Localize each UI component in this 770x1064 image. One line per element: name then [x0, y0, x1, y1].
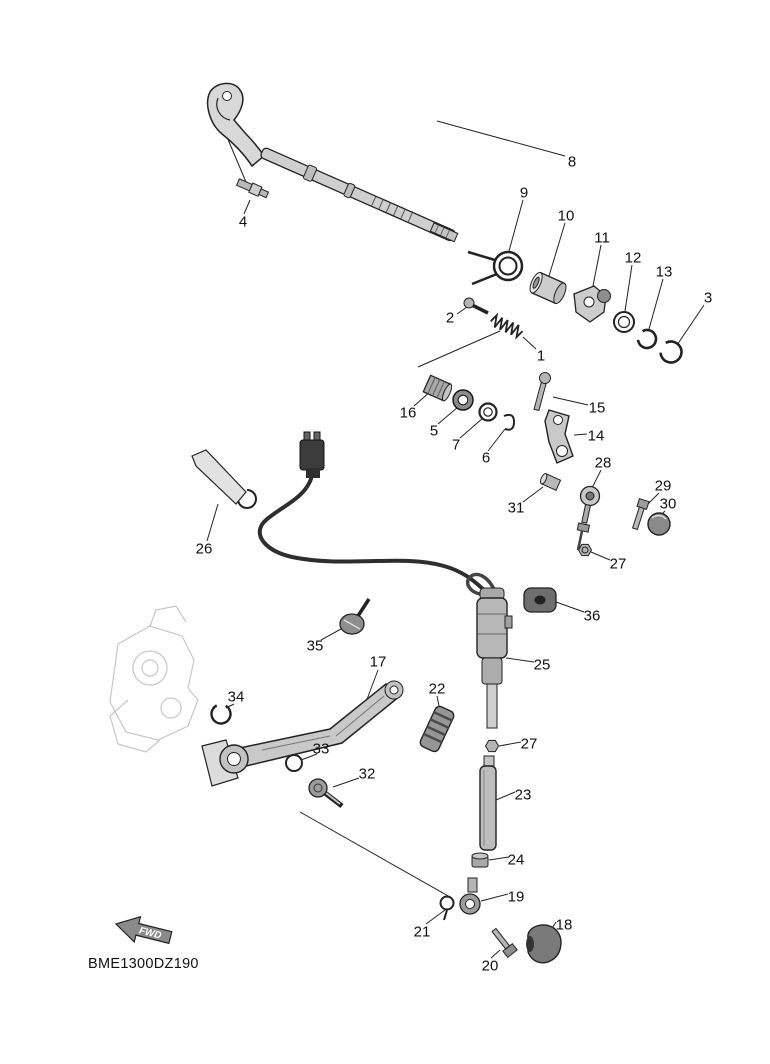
callout-33: 33 [312, 740, 330, 758]
part-32-bolt [308, 778, 344, 808]
callout-25: 25 [533, 656, 551, 674]
callout-7: 7 [451, 436, 461, 454]
part-19-joint [459, 877, 481, 915]
fwd-arrow-label: FWD [138, 925, 163, 941]
callout-13: 13 [655, 263, 673, 281]
callout-34: 34 [227, 688, 245, 706]
part-7-washer [478, 402, 498, 422]
callout-2: 2 [445, 309, 455, 327]
part-20-bolt [491, 927, 518, 959]
part-9-torsion-spring [467, 250, 524, 286]
ghost-engine-outline [109, 605, 199, 753]
callout-10: 10 [557, 207, 575, 225]
part-18-cap [526, 924, 562, 964]
part-23-rod [479, 755, 497, 851]
callout-29: 29 [654, 477, 672, 495]
diagram-part-code: BME1300DZ190 [88, 956, 199, 972]
part-28-ball-joint [576, 485, 601, 551]
callout-23: 23 [514, 786, 532, 804]
callout-16: 16 [399, 404, 417, 422]
callout-5: 5 [429, 422, 439, 440]
callout-30: 30 [659, 495, 677, 513]
callout-11: 11 [594, 229, 610, 247]
part-10-collar [529, 271, 567, 305]
part-22-peg-rubber [419, 705, 455, 753]
callout-36: 36 [583, 607, 601, 625]
part-24-spacer [471, 852, 489, 868]
callout-18: 18 [555, 916, 573, 934]
part-11-shift-pawl [573, 285, 611, 323]
part-16-bushing [422, 374, 453, 402]
callout-32: 32 [358, 765, 376, 783]
part-14-shift-arm [544, 409, 574, 464]
part-31-bushing [539, 473, 562, 491]
part-27-nut-upper [577, 543, 593, 557]
callout-27-lower: 27 [520, 735, 538, 753]
part-26-sensor-cable [191, 431, 489, 595]
callout-15: 15 [588, 399, 606, 417]
part-36-damper [523, 587, 557, 613]
callout-1: 1 [536, 347, 546, 365]
part-35-screw [339, 598, 371, 635]
callout-6: 6 [481, 449, 491, 467]
leader-lines [206, 120, 705, 959]
part-13-circlip [636, 328, 658, 350]
part-2-screw [463, 297, 489, 315]
part-15-bolt [533, 372, 551, 412]
part-34-washer [210, 703, 232, 725]
part-25-actuator [465, 572, 513, 729]
callout-24: 24 [507, 851, 525, 869]
callout-26: 26 [195, 540, 213, 558]
callout-17: 17 [369, 653, 387, 671]
callout-28: 28 [594, 454, 612, 472]
callout-20: 20 [481, 957, 499, 975]
part-1-spring [490, 312, 524, 340]
callout-21: 21 [413, 923, 431, 941]
part-5-washer [452, 389, 474, 411]
part-21-washer [439, 895, 455, 921]
callout-12: 12 [624, 249, 642, 267]
part-17-shift-pedal [201, 680, 404, 787]
callout-14: 14 [587, 427, 605, 445]
part-4-bolt [235, 178, 270, 199]
fwd-arrow: FWD [114, 915, 173, 945]
callout-4: 4 [238, 213, 248, 231]
callout-9: 9 [519, 184, 529, 202]
part-3-circlip [659, 340, 683, 364]
callout-8: 8 [567, 153, 577, 171]
part-6-clip [503, 413, 516, 431]
callout-19: 19 [507, 888, 525, 906]
callout-22: 22 [428, 680, 446, 698]
part-33-oring [285, 754, 303, 772]
callout-31: 31 [507, 499, 525, 517]
callout-3: 3 [703, 289, 713, 307]
callout-35: 35 [306, 637, 324, 655]
part-12-washer [613, 311, 635, 333]
callout-27-upper: 27 [609, 555, 627, 573]
shift-shaft-assembly [206, 82, 459, 243]
part-30-knob [647, 512, 671, 536]
part-29-bolt [631, 498, 650, 531]
part-27-nut-lower [484, 739, 500, 753]
